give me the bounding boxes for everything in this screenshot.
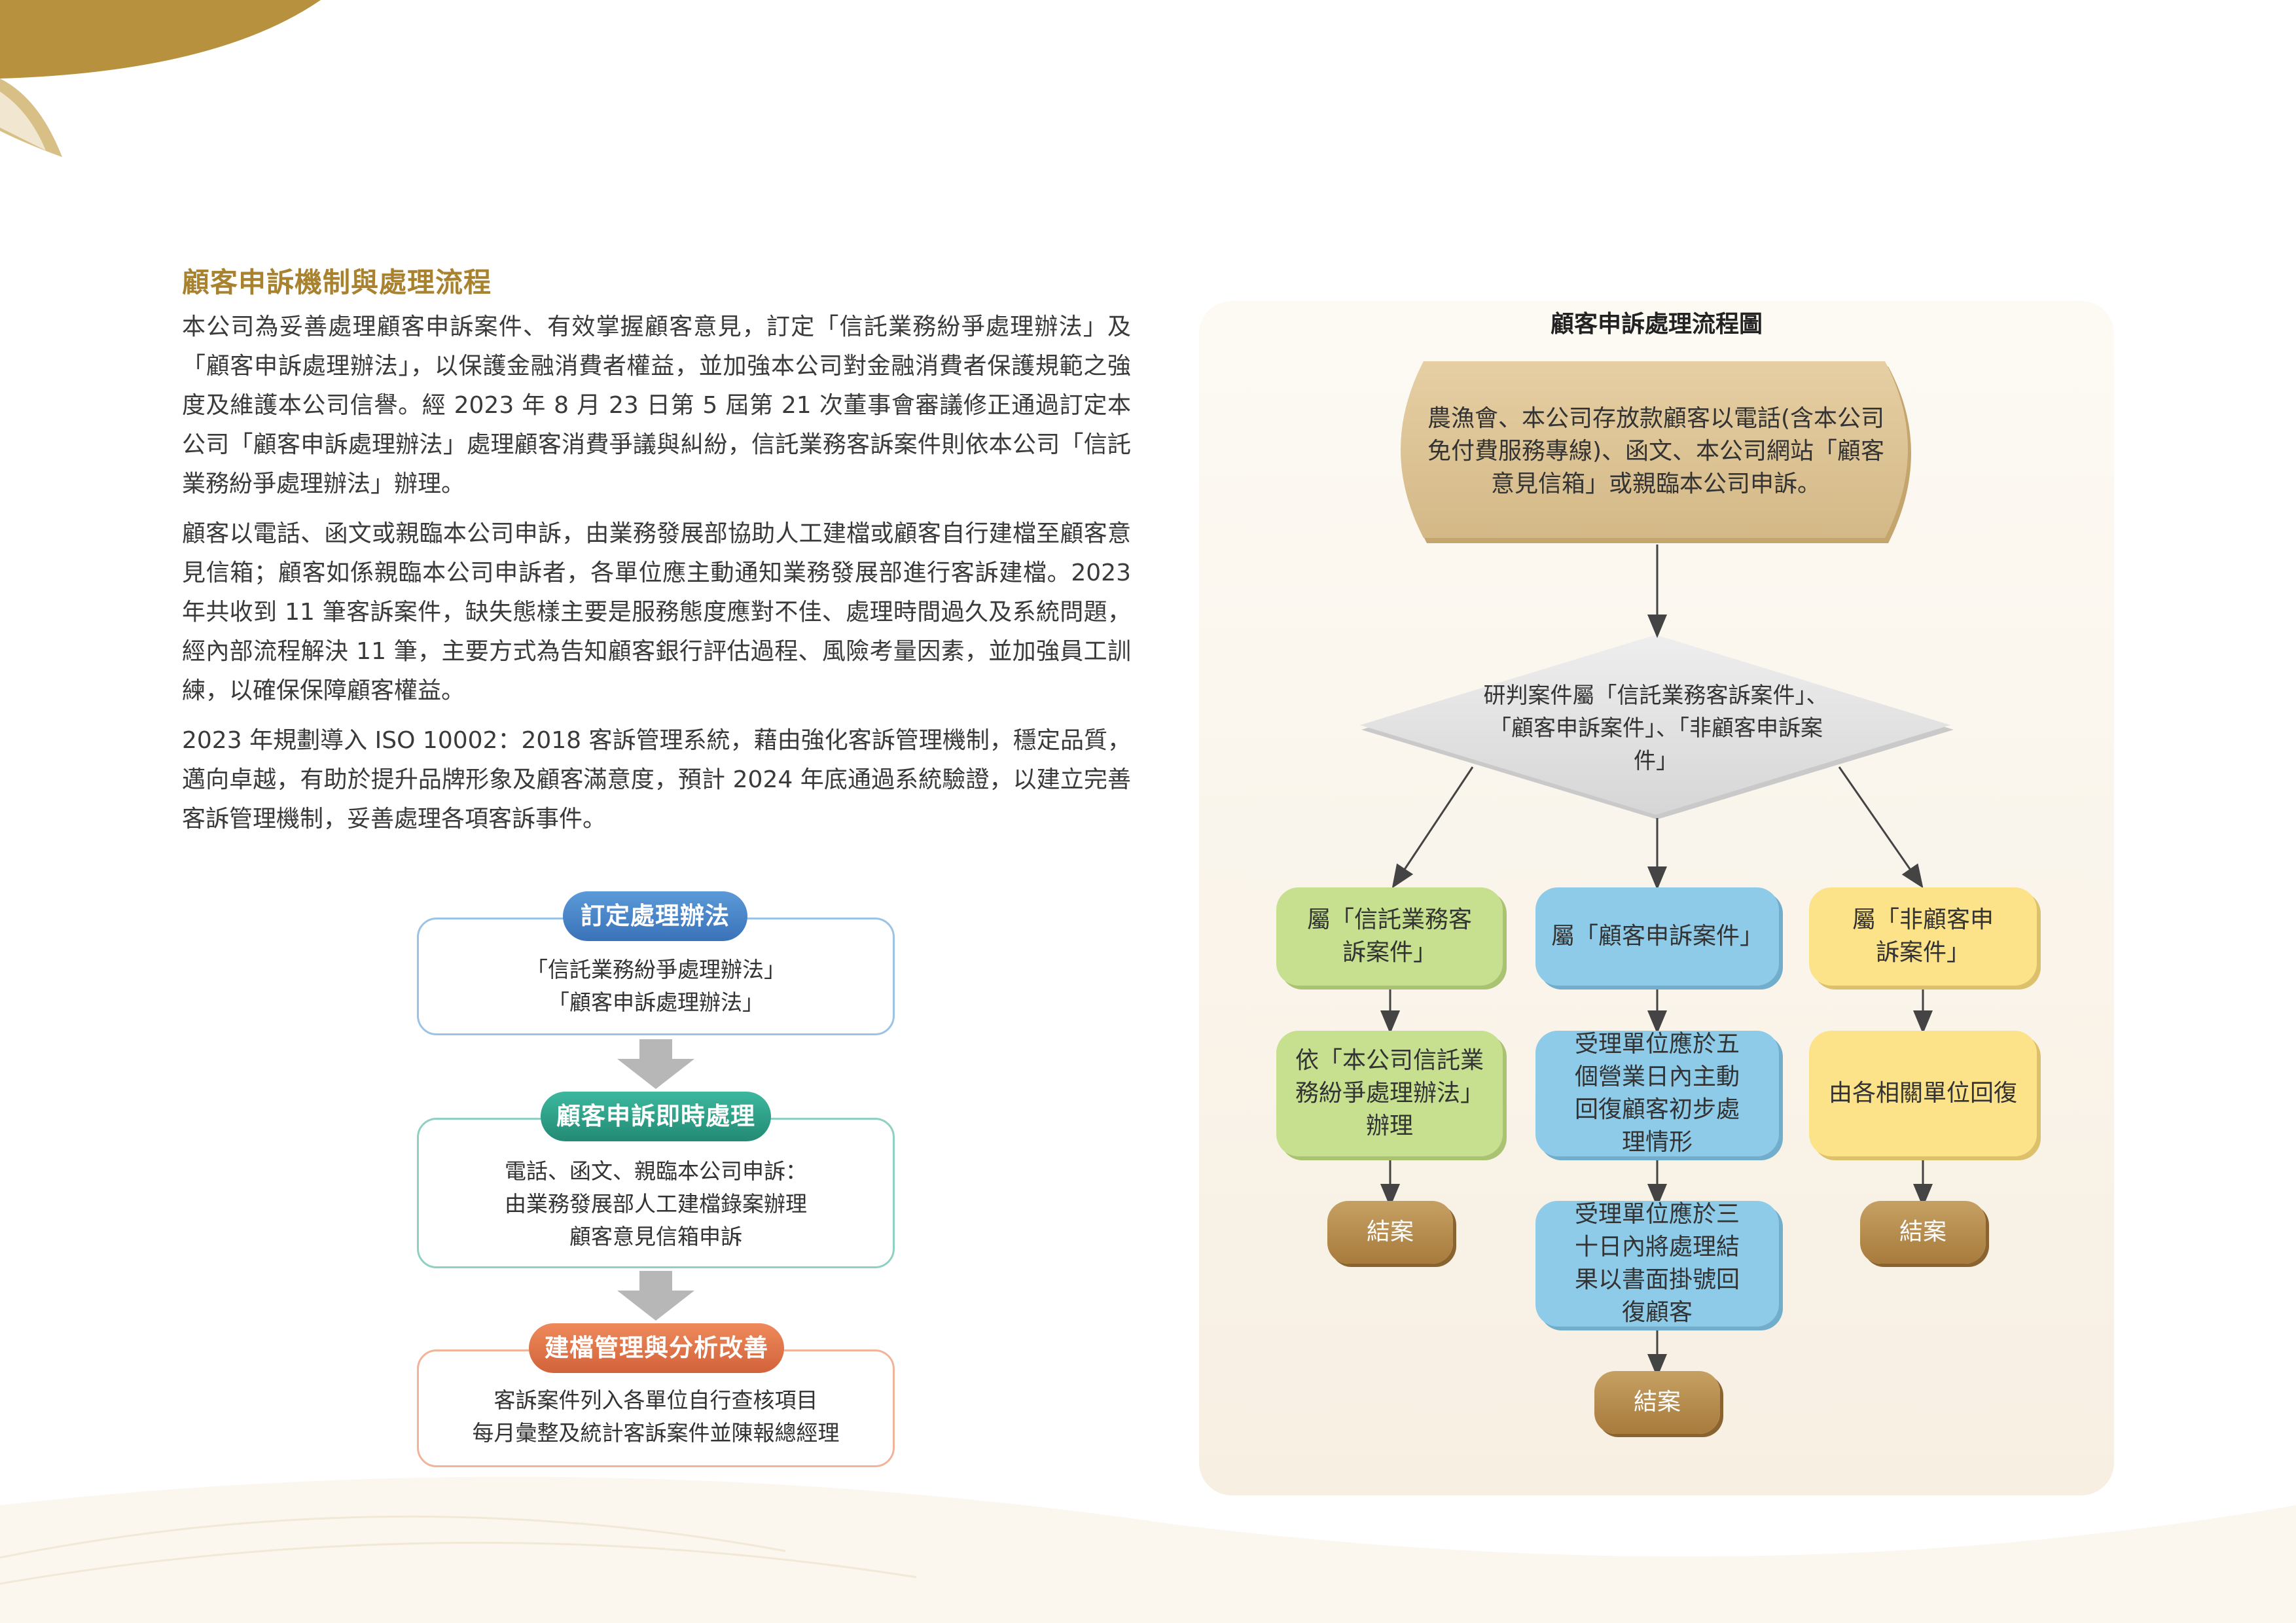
paragraph: 本公司為妥善處理顧客申訴案件、有效掌握顧客意見，訂定「信託業務紛爭處理辦法」及「… (182, 313, 1131, 497)
process-step-2-line: 電話、函文、親臨本公司申訴： (505, 1158, 807, 1184)
process-step-2-label: 顧客申訴即時處理 (541, 1092, 771, 1141)
process-step-2-line: 由業務發展部人工建檔錄案辦理 (505, 1191, 807, 1217)
flowchart-start-text: 農漁會、本公司存放款顧客以電話(含本公司免付費服務專線)、函文、本公司網站「顧客… (1427, 405, 1885, 497)
branch-complaint-category: 屬「顧客申訴案件」 (1535, 887, 1779, 986)
process-step-3-line: 每月彙整及統計客訴案件並陳報總經理 (472, 1420, 840, 1446)
end-node: 結案 (1594, 1371, 1720, 1434)
flowchart-decision-text: 研判案件屬「信託業務客訴案件」、「顧客申訴案件」、「非顧客申訴案件」 (1483, 683, 1829, 774)
flowchart-title: 顧客申訴處理流程圖 (1550, 311, 1763, 338)
down-arrow-icon (617, 1271, 694, 1321)
branch-trust-category: 屬「信託業務客訴案件」 (1276, 887, 1503, 986)
branch-non-complaint-action: 由各相關單位回復 (1809, 1031, 2037, 1156)
down-arrow-icon (617, 1039, 694, 1089)
body-text: 本公司為妥善處理顧客申訴案件、有效掌握顧客意見，訂定「信託業務紛爭處理辦法」及「… (182, 308, 1131, 849)
section-title: 顧客申訴機制與處理流程 (182, 266, 492, 298)
process-step-2-line: 顧客意見信箱申訴 (569, 1224, 742, 1249)
process-step-1-label: 訂定處理辦法 (563, 891, 747, 941)
paragraph: 顧客以電話、函文或親臨本公司申訴，由業務發展部協助人工建檔或顧客自行建檔至顧客意… (182, 520, 1131, 704)
process-step-1-line: 「信託業務紛爭處理辦法」 (526, 957, 785, 982)
branch-trust-action: 依「本公司信託業務紛爭處理辦法」辦理 (1276, 1031, 1503, 1156)
corner-decoration (0, 0, 321, 157)
background-wave-decoration (0, 1476, 2296, 1623)
end-node: 結案 (1860, 1201, 1986, 1264)
branch-non-complaint-category: 屬「非顧客申訴案件」 (1809, 887, 2037, 986)
paragraph: 2023 年規劃導入 ISO 10002：2018 客訴管理系統，藉由強化客訴管… (182, 727, 1131, 832)
branch-complaint-action-2: 受理單位應於三十日內將處理結果以書面掛號回復顧客 (1535, 1201, 1779, 1327)
process-step-3-label: 建檔管理與分析改善 (529, 1323, 784, 1373)
process-step-2-box: 電話、函文、親臨本公司申訴： 由業務發展部人工建檔錄案辦理 顧客意見信箱申訴 (417, 1118, 895, 1268)
branch-complaint-action: 受理單位應於五個營業日內主動回復顧客初步處理情形 (1535, 1031, 1779, 1156)
process-step-1-line: 「顧客申訴處理辦法」 (548, 990, 764, 1015)
process-step-3-line: 客訴案件列入各單位自行查核項目 (493, 1387, 818, 1413)
end-node: 結案 (1327, 1201, 1453, 1264)
